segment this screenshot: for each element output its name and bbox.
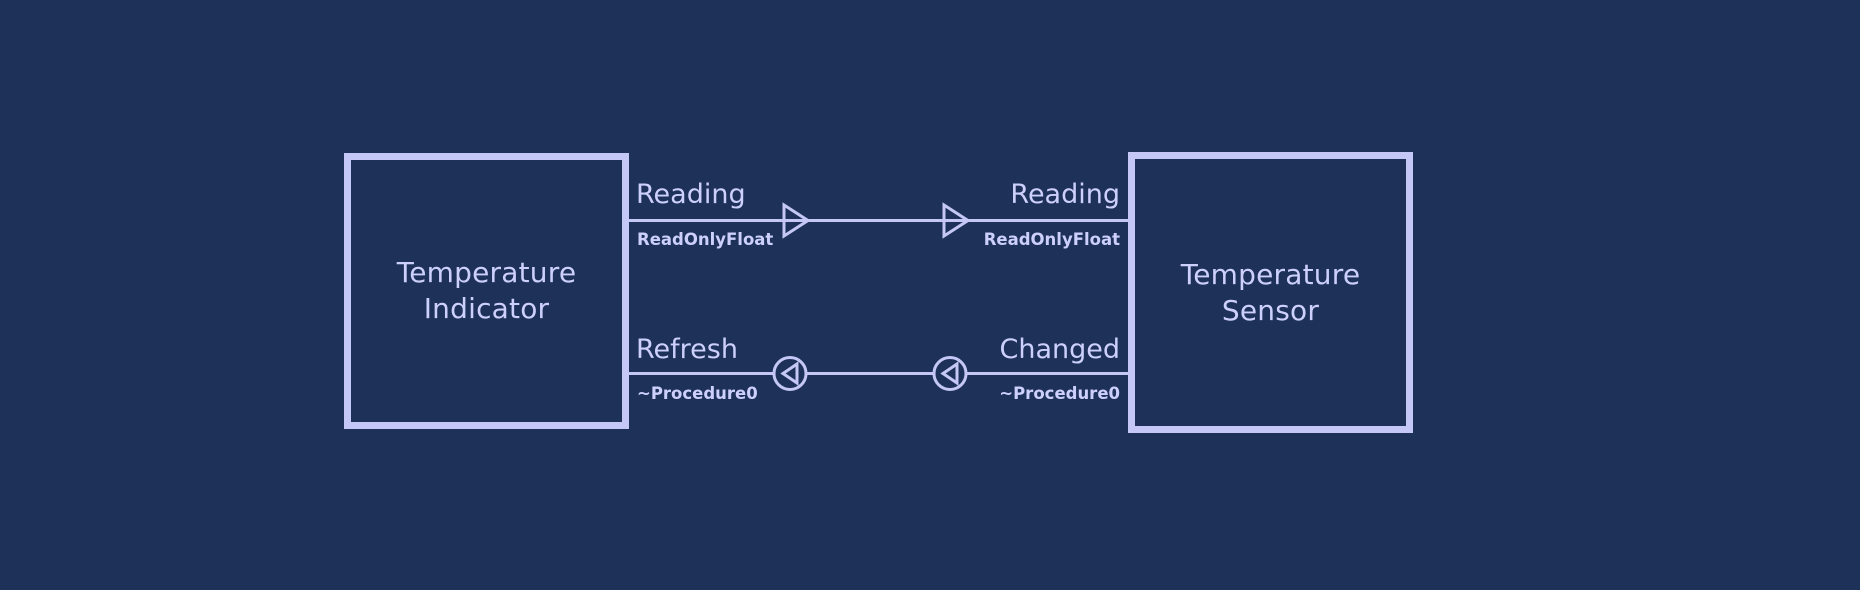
type-label-readonlyfloat-target: ReadOnlyFloat bbox=[983, 230, 1120, 249]
triangle-right-icon-source bbox=[782, 202, 811, 239]
triangle-right-icon-target bbox=[942, 202, 971, 239]
connection-reading[interactable] bbox=[629, 202, 1128, 239]
component-temperature-sensor[interactable]: Temperature Sensor bbox=[1128, 152, 1413, 433]
port-label-reading-target: Reading bbox=[1010, 179, 1120, 210]
connection-refresh-changed[interactable] bbox=[629, 356, 1128, 391]
port-label-refresh: Refresh bbox=[636, 334, 738, 365]
circled-triangle-left-icon-target bbox=[932, 356, 968, 391]
component-temperature-indicator[interactable]: Temperature Indicator bbox=[344, 153, 629, 429]
component-temperature-sensor-title: Temperature Sensor bbox=[1180, 257, 1361, 327]
type-label-procedure0-source: ~Procedure0 bbox=[637, 384, 758, 403]
type-label-readonlyfloat-source: ReadOnlyFloat bbox=[637, 230, 774, 249]
port-label-changed: Changed bbox=[999, 334, 1120, 365]
port-label-reading-source: Reading bbox=[636, 179, 746, 210]
component-temperature-indicator-title: Temperature Indicator bbox=[396, 256, 577, 325]
circled-triangle-left-icon-source bbox=[772, 356, 808, 391]
type-label-procedure0-target: ~Procedure0 bbox=[999, 384, 1120, 403]
